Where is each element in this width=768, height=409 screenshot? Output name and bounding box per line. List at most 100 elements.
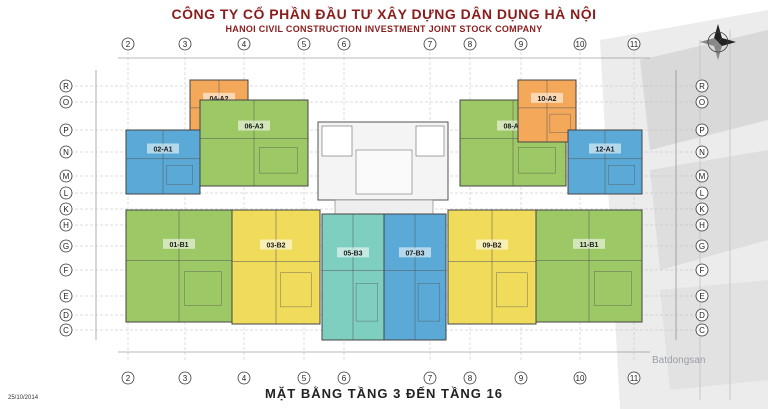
grid-label: O [695,95,709,109]
svg-text:R: R [63,82,69,91]
svg-text:9: 9 [519,374,524,383]
apartment-code-label: 01-B1 [169,242,188,249]
grid-label: L [695,186,709,200]
grid-label: 5 [297,371,311,385]
svg-text:F: F [700,266,705,275]
svg-text:2: 2 [126,374,131,383]
svg-text:N: N [63,148,69,157]
svg-text:4: 4 [242,40,247,49]
apartment-code-label: 12-A1 [595,146,614,153]
svg-text:H: H [699,221,705,230]
svg-text:O: O [63,98,69,107]
svg-text:R: R [699,82,705,91]
grid-label: 7 [423,371,437,385]
svg-text:8: 8 [468,40,473,49]
apartment-code-label: 02-A1 [153,146,172,153]
company-name-vietnamese: CÔNG TY CỔ PHẦN ĐẦU TƯ XÂY DỰNG DÂN DỤNG… [171,6,597,22]
apartment-code-label: 07-B3 [405,250,424,257]
grid-label: 8 [463,371,477,385]
svg-text:O: O [699,98,705,107]
svg-text:N: N [699,148,705,157]
grid-label: 6 [337,371,351,385]
apartment-unit: 05-B3 [321,213,385,341]
svg-text:L: L [64,189,69,198]
grid-label: 2 [121,371,135,385]
grid-label: 5 [297,37,311,51]
grid-label: E [59,289,73,303]
apartment-unit: 01-B1 [125,209,233,323]
grid-label: N [59,145,73,159]
grid-label: L [59,186,73,200]
grid-label: 9 [514,371,528,385]
grid-label: K [695,202,709,216]
svg-text:K: K [63,205,69,214]
grid-label: 10 [573,371,587,385]
grid-label: 6 [337,37,351,51]
grid-label: F [59,263,73,277]
apartment-code-label: 11-B1 [580,242,599,249]
grid-label: H [695,218,709,232]
building-core [317,121,449,215]
grid-label: 4 [237,371,251,385]
svg-text:11: 11 [630,40,639,49]
apartment-code-label: 04-A2 [209,96,228,103]
grid-label: P [695,123,709,137]
grid-label: R [59,79,73,93]
apartment-unit: 06-A3 [199,99,309,187]
grid-label: M [695,169,709,183]
grid-label: G [695,239,709,253]
apartment-unit: 10-A2 [517,79,577,143]
svg-text:E: E [699,292,704,301]
svg-text:F: F [64,266,69,275]
column-labels-bottom: 2 3 4 5 6 7 8 9 10 11 [121,371,641,385]
grid-label: R [695,79,709,93]
grid-label: 4 [237,37,251,51]
svg-text:G: G [699,242,705,251]
apartment-unit: 12-A1 [567,129,643,195]
apartment-code-label: 08-A3 [503,124,522,131]
svg-text:H: H [63,221,69,230]
apartment-unit: 02-A1 [125,129,201,195]
date-stamp: 25/10/2014 [8,395,39,401]
svg-text:4: 4 [242,374,247,383]
svg-text:10: 10 [576,374,585,383]
grid-label: 3 [178,37,192,51]
grid-label: 8 [463,37,477,51]
apartment-code-label: 05-B3 [343,250,362,257]
apartment-unit: 11-B1 [535,209,643,323]
grid-label: C [59,323,73,337]
svg-text:10: 10 [576,40,585,49]
grid-label: 9 [514,37,528,51]
svg-text:L: L [700,189,705,198]
svg-text:11: 11 [630,374,639,383]
svg-text:8: 8 [468,374,473,383]
grid-label: F [695,263,709,277]
svg-text:M: M [63,172,70,181]
grid-label: D [695,308,709,322]
apartment-code-label: 09-B2 [482,242,501,249]
svg-text:6: 6 [342,40,347,49]
company-name-english: HANOI CIVIL CONSTRUCTION INVESTMENT JOIN… [225,24,543,34]
grid-label: 3 [178,371,192,385]
apartment-code-label: 10-A2 [537,96,556,103]
apartment-unit: 03-B2 [231,209,321,325]
grid-label: 10 [573,37,587,51]
grid-label: C [695,323,709,337]
svg-text:M: M [699,172,706,181]
svg-text:5: 5 [302,40,307,49]
grid-label: H [59,218,73,232]
svg-text:P: P [699,126,704,135]
apartment-code-label: 06-A3 [244,124,263,131]
watermark-text: Batdongsan [652,355,706,366]
svg-text:C: C [699,326,705,335]
svg-text:G: G [63,242,69,251]
grid-label: O [59,95,73,109]
grid-label: G [59,239,73,253]
apartment-unit: 09-B2 [447,209,537,325]
svg-text:7: 7 [428,40,433,49]
